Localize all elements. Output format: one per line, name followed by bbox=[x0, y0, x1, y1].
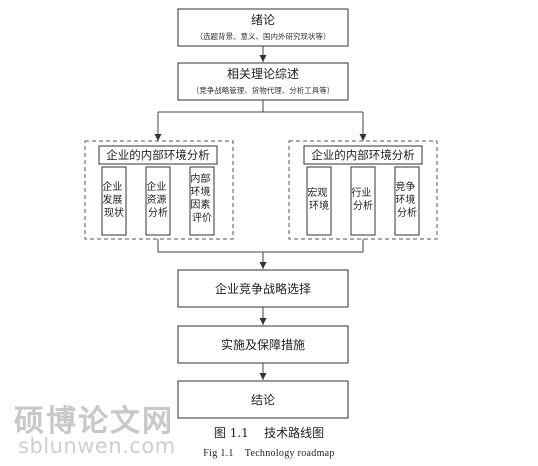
panel-internal: 企业的内部环境分析 企业 发展 现状 企业 资源 分析 内部 环境 因素 评价 bbox=[84, 140, 234, 240]
panel-internal-item-2: 内部 环境 因素 评价 bbox=[189, 166, 215, 236]
panel-external-item-2: 竞争 环境 分析 bbox=[394, 166, 420, 236]
panel-internal-item-1: 企业 资源 分析 bbox=[145, 166, 171, 236]
node-theory-subtitle: （竞争战略管理、货物代理、分析工具等） bbox=[192, 85, 335, 95]
node-theory: 相关理论综述 （竞争战略管理、货物代理、分析工具等） bbox=[177, 62, 349, 101]
item-text: 竞争 环境 分析 bbox=[395, 180, 418, 219]
node-strategy-title: 企业竞争战略选择 bbox=[215, 281, 311, 296]
item-text: 企业 发展 现状 bbox=[102, 180, 125, 219]
node-intro-title: 绪论 bbox=[251, 13, 275, 27]
node-measures-title: 实施及保障措施 bbox=[221, 337, 305, 352]
panel-internal-item-0: 企业 发展 现状 bbox=[101, 166, 127, 236]
edge-panels-merge bbox=[157, 239, 364, 258]
panel-internal-title: 企业的内部环境分析 bbox=[106, 148, 210, 162]
panel-external: 企业的内部环境分析 宏观 环境 行业 分析 竞争 环境 分析 bbox=[288, 140, 438, 240]
panel-external-item-1: 行业 分析 bbox=[350, 166, 376, 236]
node-conclusion-title: 结论 bbox=[251, 393, 275, 407]
panel-external-title: 企业的内部环境分析 bbox=[311, 148, 415, 162]
watermark-zh: 硕博论文网 bbox=[14, 404, 174, 439]
panel-external-item-0: 宏观 环境 bbox=[306, 166, 332, 236]
watermark-en: sblunwen.com bbox=[18, 434, 176, 458]
node-intro: 绪论 （选题背景、意义、国内外研究现状等） bbox=[177, 8, 349, 47]
node-intro-subtitle: （选题背景、意义、国内外研究现状等） bbox=[196, 31, 331, 41]
node-conclusion: 结论 bbox=[177, 380, 349, 419]
item-text: 宏观 环境 bbox=[307, 186, 330, 212]
item-text: 企业 资源 分析 bbox=[146, 180, 169, 219]
caption-en: Fig 1.1 Technology roadmap bbox=[203, 448, 335, 459]
item-text: 行业 分析 bbox=[351, 186, 374, 212]
caption-zh: 图 1.1 技术路线图 bbox=[213, 426, 325, 440]
edge-theory-branch bbox=[158, 100, 363, 113]
node-measures: 实施及保障措施 bbox=[177, 325, 349, 364]
node-theory-title: 相关理论综述 bbox=[227, 67, 299, 81]
node-strategy: 企业竞争战略选择 bbox=[177, 269, 349, 308]
item-text: 内部 环境 因素 评价 bbox=[190, 172, 213, 224]
